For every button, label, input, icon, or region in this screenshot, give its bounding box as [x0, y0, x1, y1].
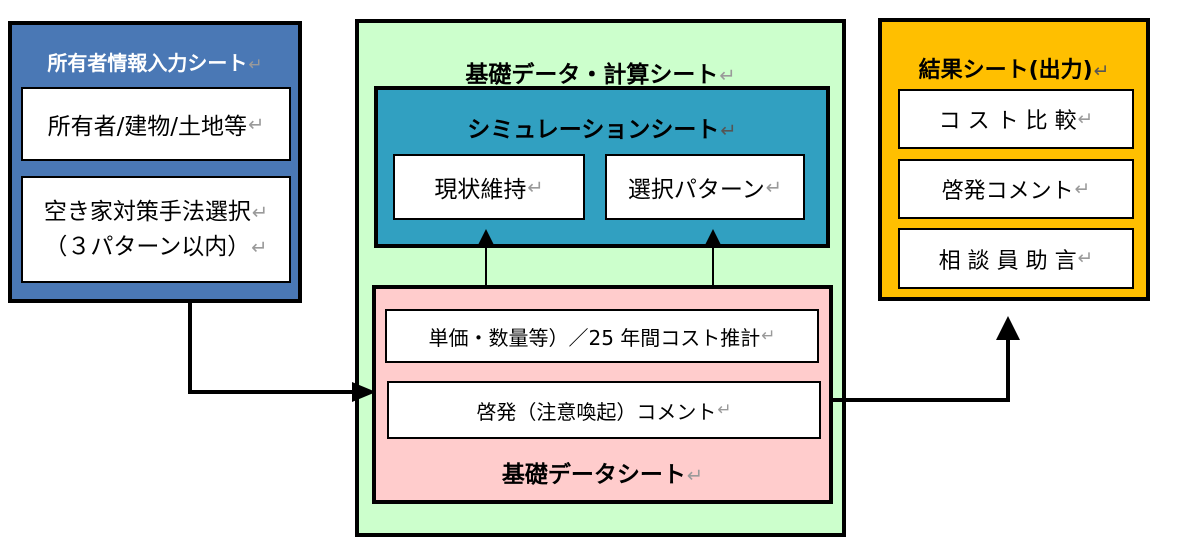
return-mark-icon: ↵ [1077, 248, 1094, 269]
return-mark-icon: ↵ [1077, 108, 1094, 130]
arrow-base-data-to-result [833, 316, 1020, 402]
status-quo-box: 現状維持↵ [393, 154, 585, 220]
return-mark-icon: ↵ [248, 112, 265, 136]
return-mark-icon: ↵ [686, 464, 704, 487]
owner-building-land-box: 所有者/建物/土地等↵ [21, 87, 291, 161]
result-sheet-title: 結果シート(出力)↵ [918, 58, 1110, 83]
return-mark-icon: ↵ [761, 326, 776, 346]
return-mark-icon: ↵ [720, 119, 737, 142]
owner-info-sheet-panel: 所有者情報入力シート↵ 所有者/建物/土地等↵ 空き家対策手法選択↵ （３パター… [8, 21, 302, 303]
return-mark-icon: ↵ [719, 64, 736, 87]
owner-info-sheet-title: 所有者情報入力シート↵ [47, 51, 263, 75]
counselor-advice-box: 相 談 員 助 言↵ [898, 228, 1134, 289]
return-mark-icon: ↵ [717, 400, 732, 420]
simulation-sheet-title: シミュレーションシート↵ [467, 117, 737, 143]
result-sheet-panel: 結果シート(出力)↵ コ ス ト 比 較↵ 啓発コメント↵ 相 談 員 助 言↵ [878, 18, 1150, 301]
return-mark-icon: ↵ [1093, 61, 1110, 82]
return-mark-icon: ↵ [527, 175, 544, 199]
selected-pattern-box: 選択パターン↵ [605, 154, 805, 220]
unit-price-cost-estimate-box: 単価・数量等）／25 年間コスト推計↵ [385, 309, 819, 363]
arrow-to-status-quo [478, 229, 494, 289]
cost-comparison-box: コ ス ト 比 較↵ [898, 89, 1134, 149]
arrow-owner-to-base-data [188, 303, 376, 402]
simulation-sheet-panel: シミュレーションシート↵ 現状維持↵ 選択パターン↵ [374, 86, 830, 248]
return-mark-icon: ↵ [251, 235, 268, 259]
return-mark-icon: ↵ [765, 175, 783, 199]
result-awareness-comment-box: 啓発コメント↵ [898, 159, 1134, 219]
arrow-to-selected-pattern [705, 229, 721, 289]
awareness-comment-box: 啓発（注意喚起）コメント↵ [387, 381, 821, 439]
base-data-sheet-title: 基礎データシート↵ [501, 462, 704, 488]
return-mark-icon: ↵ [248, 55, 263, 75]
return-mark-icon: ↵ [1074, 178, 1091, 200]
base-calc-sheet-title: 基礎データ・計算シート↵ [465, 62, 736, 88]
vacancy-method-selection-box: 空き家対策手法選択↵ （３パターン以内）↵ [21, 176, 291, 283]
base-data-sheet-panel: 単価・数量等）／25 年間コスト推計↵ 啓発（注意喚起）コメント↵ 基礎データシ… [372, 285, 833, 504]
return-mark-icon: ↵ [251, 201, 269, 224]
